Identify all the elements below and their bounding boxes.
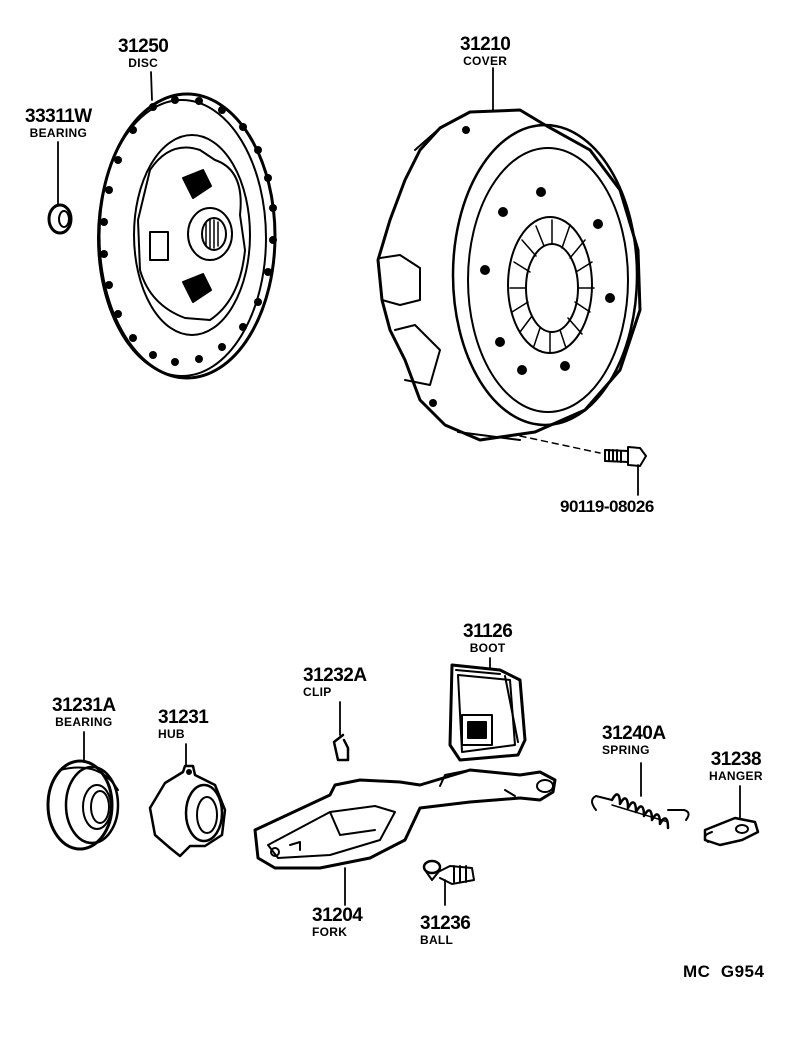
ball-part-number: 31236 xyxy=(420,913,471,934)
fork-part-number: 31204 xyxy=(312,905,363,926)
hanger-part-name: HANGER xyxy=(709,769,763,783)
hub-part-number: 31231 xyxy=(158,707,209,728)
release-bearing-drawing xyxy=(46,759,120,851)
boot-drawing xyxy=(448,663,527,762)
hanger-drawing xyxy=(703,816,760,847)
boot-part-number: 31126 xyxy=(463,621,513,642)
fork-part-name: FORK xyxy=(312,925,348,939)
release-bearing-label: 31231A BEARING xyxy=(52,696,116,728)
spring-part-number: 31240A xyxy=(602,723,666,744)
hub-part-name: HUB xyxy=(158,727,185,741)
pilot-bearing-part-number: 33311W xyxy=(25,106,92,127)
boot-label: 31126 BOOT xyxy=(463,621,513,655)
clip-part-name: CLIP xyxy=(303,685,332,699)
release-bearing-part-name: BEARING xyxy=(55,715,113,729)
ball-part-name: BALL xyxy=(420,933,454,947)
cover-label: 31210 COVER xyxy=(460,34,511,68)
clutch-disc-drawing xyxy=(97,92,277,380)
cover-part-number: 31210 xyxy=(460,34,511,55)
cover-part-name: COVER xyxy=(463,54,508,68)
bolt-guide-dashed-line xyxy=(519,435,601,454)
clip-label: 31232A CLIP xyxy=(303,666,367,698)
release-bearing-part-number: 31231A xyxy=(52,695,116,716)
disc-part-number: 31250 xyxy=(118,36,169,57)
bolt-label: 90119-08026 xyxy=(560,498,654,515)
clip-drawing xyxy=(332,733,350,762)
hub-label: 31231 HUB xyxy=(158,707,209,741)
spring-part-name: SPRING xyxy=(602,743,650,757)
pilot-bearing-drawing xyxy=(47,203,73,235)
fork-label: 31204 FORK xyxy=(312,905,363,939)
disc-label: 31250 DISC xyxy=(118,36,169,70)
ball-stud-drawing xyxy=(422,859,475,885)
hanger-label: 31238 HANGER xyxy=(709,750,763,782)
hanger-part-number: 31238 xyxy=(710,749,762,770)
bolt-part-number: 90119-08026 xyxy=(560,497,654,516)
disc-part-name: DISC xyxy=(128,56,159,70)
spring-label: 31240A SPRING xyxy=(602,724,666,756)
ball-label: 31236 BALL xyxy=(420,913,471,947)
leader-lines xyxy=(57,67,741,906)
fork-drawing xyxy=(253,768,557,870)
clutch-cover-drawing xyxy=(376,108,642,442)
diagram-code: MC G954 xyxy=(683,962,765,981)
pilot-bearing-part-name: BEARING xyxy=(29,126,88,140)
boot-part-name: BOOT xyxy=(469,641,506,655)
clip-part-number: 31232A xyxy=(303,665,367,686)
pilot-bearing-label: 33311W BEARING xyxy=(25,107,92,139)
cover-bolt-drawing xyxy=(604,446,647,467)
hub-drawing xyxy=(148,764,227,858)
spring-drawing xyxy=(591,793,690,830)
